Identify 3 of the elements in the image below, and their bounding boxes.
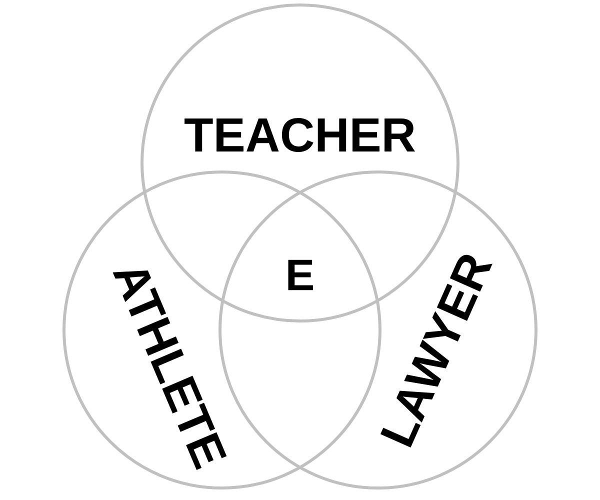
circle-label: TEACHER [184,118,415,152]
overlap-label: E [288,260,313,290]
circle [62,170,382,490]
